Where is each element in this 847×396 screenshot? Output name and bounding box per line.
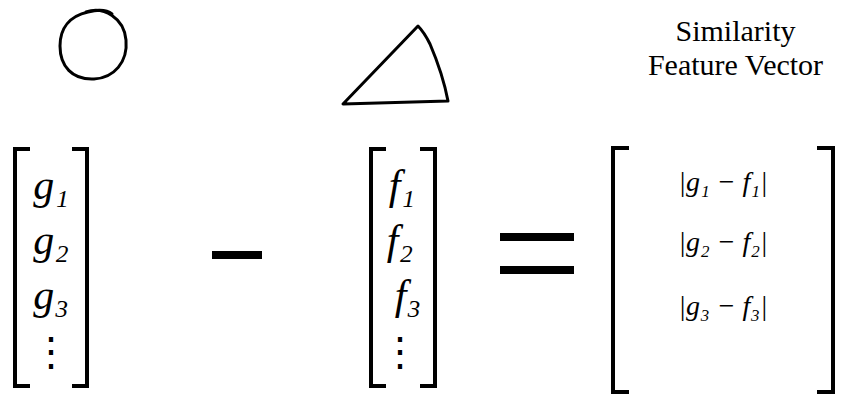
vector-entry: g₁ (33, 161, 69, 209)
column-heading: Similarity Feature Vector (628, 14, 843, 83)
right-bracket (817, 148, 833, 392)
left-bracket (15, 149, 30, 386)
difference-entry: |g₃ − f₃| (678, 290, 768, 322)
vector-entry: g₂ (33, 216, 69, 264)
equals-sign (500, 233, 574, 241)
ellipsis: ⋮ (380, 329, 420, 375)
triangle-sketch (343, 26, 448, 104)
difference-entry: |g₂ − f₂| (678, 226, 768, 258)
vector-entry: f₃ (395, 271, 421, 319)
minus-sign (212, 251, 262, 259)
right-bracket (420, 149, 435, 386)
left-bracket (613, 148, 629, 392)
right-bracket (72, 149, 87, 386)
vector-entry: f₂ (387, 216, 413, 264)
equals-sign (500, 266, 574, 274)
vector-entry: f₁ (389, 161, 415, 209)
circle-sketch (60, 10, 126, 79)
ellipsis: ⋮ (31, 329, 71, 375)
difference-entry: |g₁ − f₁| (678, 166, 768, 198)
vector-entry: g₃ (33, 271, 69, 319)
